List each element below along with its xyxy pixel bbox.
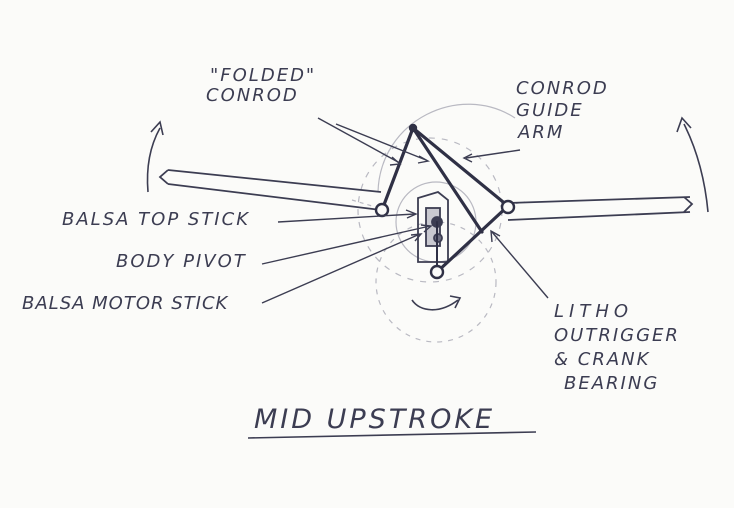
conrod-guide-arm-label-line-3: ARM bbox=[518, 122, 565, 143]
folded-conrod-label: "FOLDED" CONROD bbox=[206, 66, 316, 106]
left-wing-spar bbox=[158, 169, 382, 211]
body-pivot-label: BODY PIVOT bbox=[116, 251, 247, 272]
construction-arc-top bbox=[377, 103, 516, 193]
balsa-motor-stick-label: BALSA MOTOR STICK bbox=[22, 293, 229, 314]
litho-outrigger-label-line-1: LITHO bbox=[554, 301, 634, 322]
construction-circle-crank bbox=[375, 221, 497, 343]
leader-balsa-top-stick bbox=[277, 213, 416, 223]
leader-body-pivot bbox=[261, 225, 431, 265]
leader-litho-outrigger bbox=[491, 231, 549, 299]
leader-folded-conrod-2 bbox=[335, 123, 427, 161]
litho-outrigger-label-line-4: BEARING bbox=[564, 373, 660, 394]
left-flap-arrow bbox=[146, 127, 161, 193]
balsa-top-stick-label: BALSA TOP STICK bbox=[62, 209, 250, 230]
leader-folded-conrod-1 bbox=[317, 117, 399, 163]
litho-outrigger-label: LITHO OUTRIGGER & CRANK BEARING bbox=[554, 300, 680, 396]
right-wing-spar bbox=[507, 196, 694, 221]
folded-conrod-label-line-1: "FOLDED" bbox=[210, 65, 317, 86]
leader-balsa-motor-stick bbox=[261, 233, 421, 304]
folded-conrod bbox=[380, 126, 510, 274]
conrod-guide-arm-label: CONROD GUIDE ARM bbox=[516, 78, 609, 144]
crank-rotation-arrow bbox=[411, 295, 462, 311]
leader-conrod-guide bbox=[465, 149, 521, 159]
leader-lines bbox=[261, 117, 549, 304]
litho-outrigger-label-line-3: & CRANK bbox=[554, 349, 651, 370]
conrod-guide-arm-label-line-2: GUIDE bbox=[516, 100, 584, 121]
pivot-points bbox=[374, 123, 516, 280]
folded-conrod-label-line-2: CONROD bbox=[206, 85, 299, 106]
litho-outrigger-label-line-2: OUTRIGGER bbox=[554, 325, 680, 346]
flap-arrows bbox=[146, 116, 709, 213]
right-flap-arrow bbox=[683, 123, 709, 213]
title-underline bbox=[247, 431, 537, 439]
construction-dash-left bbox=[351, 199, 373, 207]
diagram-title: MID UPSTROKE bbox=[254, 404, 496, 435]
conrod-guide-arm-label-line-1: CONROD bbox=[516, 78, 609, 99]
